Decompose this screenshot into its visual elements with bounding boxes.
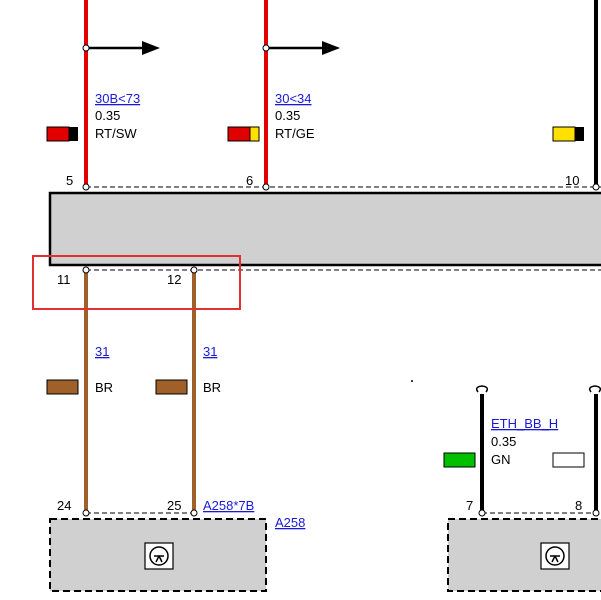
pin-number: 24 <box>57 498 71 513</box>
wire-break-icon <box>588 385 601 393</box>
wire-circuit-link[interactable]: ETH_BB_H <box>491 416 558 431</box>
pin-number: 7 <box>466 498 473 513</box>
wire-color-code: GN <box>491 452 511 467</box>
highlight-box <box>32 255 241 310</box>
wire-color-swatch <box>552 452 585 468</box>
wire-gauge: 0.35 <box>491 434 516 449</box>
pin-number: 5 <box>66 173 73 188</box>
wire-circuit-link[interactable]: 31 <box>95 344 109 359</box>
pin-number: 11 <box>57 272 71 287</box>
pin-number: 10 <box>565 173 579 188</box>
wire-color-code: RT/GE <box>275 126 315 141</box>
ground-symbol-icon <box>540 542 570 570</box>
wire-color-code: BR <box>95 380 113 395</box>
wire-color-swatch <box>443 452 476 468</box>
wire-color-code: BR <box>203 380 221 395</box>
control-module-box[interactable] <box>48 191 601 267</box>
pin-number: 8 <box>575 498 582 513</box>
wire-color-swatch <box>227 126 260 142</box>
wire-circuit-link[interactable]: 30B<73 <box>95 91 140 106</box>
ground-symbol-icon <box>144 542 174 570</box>
wire-circuit-link[interactable]: 30<34 <box>275 91 312 106</box>
wire-gauge: 0.35 <box>95 108 120 123</box>
arrow-right-icon <box>262 41 340 55</box>
pin-number: 12 <box>167 272 181 287</box>
connector-link[interactable]: A258*7B <box>203 498 254 513</box>
wire-gauge: 0.35 <box>275 108 300 123</box>
arrow-right-icon <box>82 41 160 55</box>
wire-circuit-link[interactable]: 31 <box>203 344 217 359</box>
wire-color-swatch <box>552 126 584 142</box>
wire-color-swatch <box>46 379 79 395</box>
component-link[interactable]: A258 <box>275 515 305 530</box>
component-box-right[interactable] <box>447 518 601 592</box>
wire-color-swatch <box>46 126 78 142</box>
pin-number: 25 <box>167 498 181 513</box>
wire-color-code: RT/SW <box>95 126 137 141</box>
wire-break-icon <box>475 385 489 393</box>
pin-number: 6 <box>246 173 253 188</box>
wire-color-swatch <box>155 379 188 395</box>
